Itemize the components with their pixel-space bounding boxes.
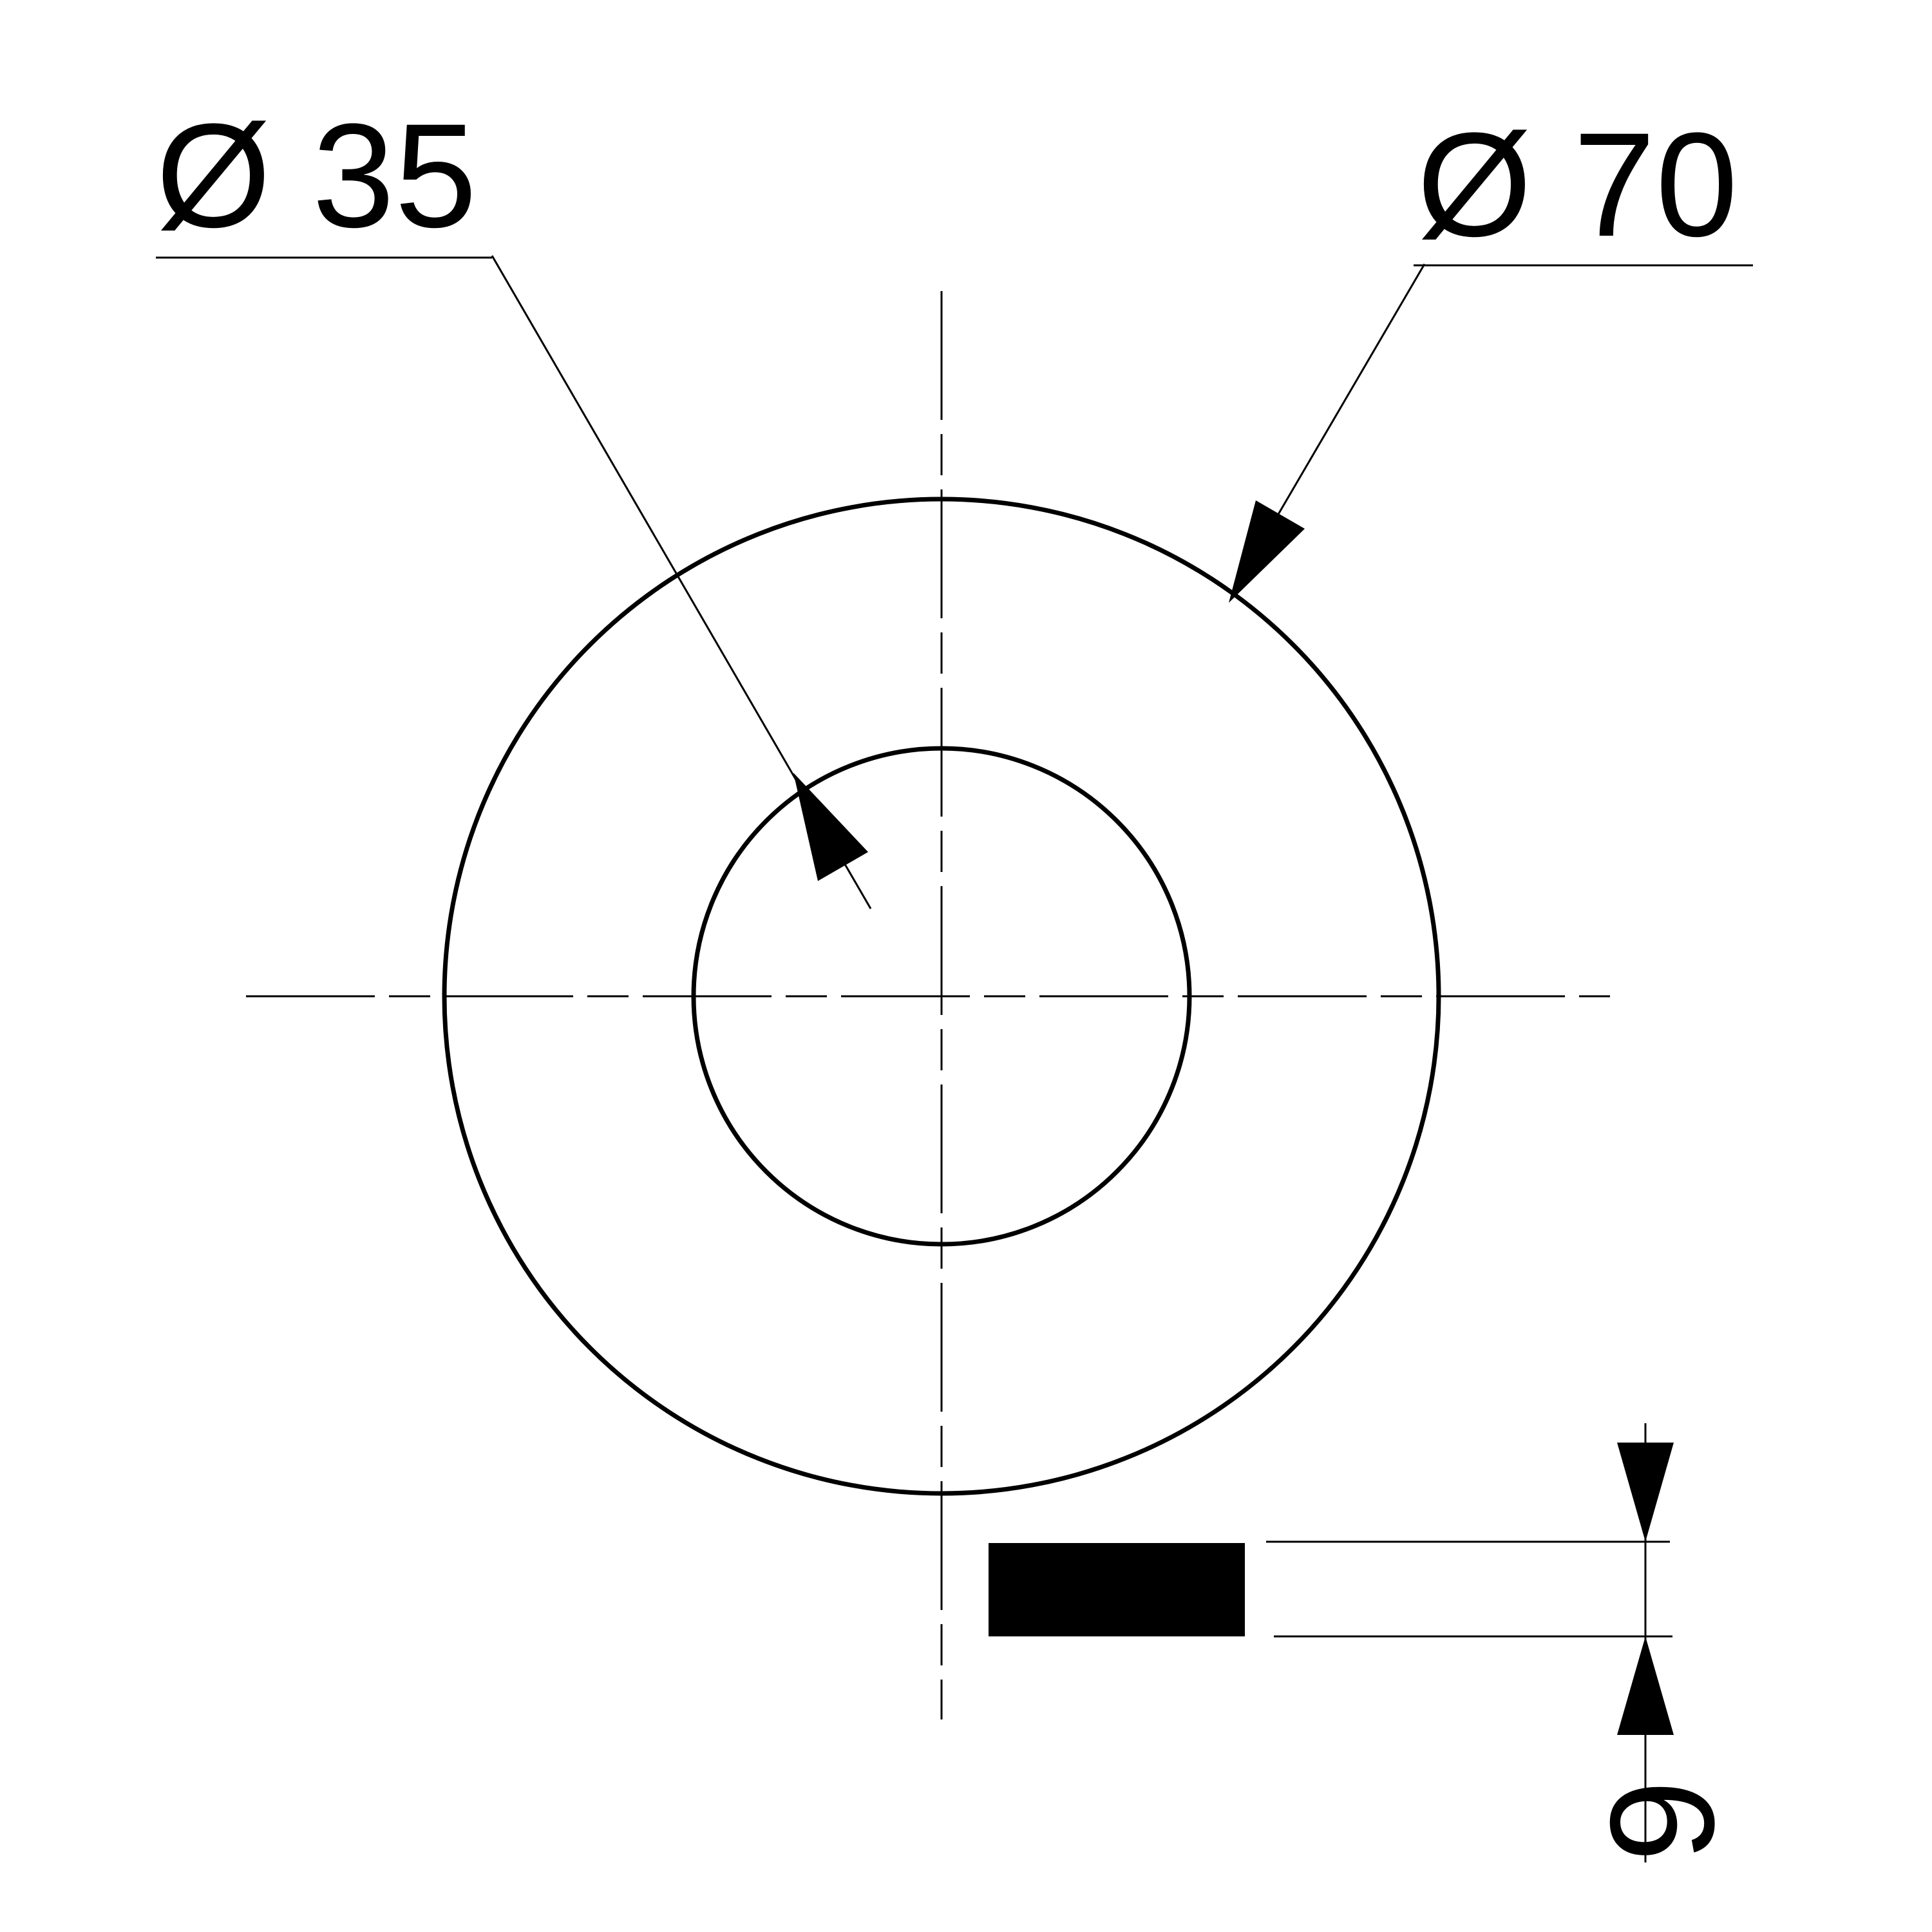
inner-diameter-label: Ø 35 (156, 93, 477, 258)
thickness-label: 6 (1580, 1779, 1745, 1862)
outer-circle (442, 497, 1441, 1496)
thickness-arrowhead-bottom (1617, 1636, 1674, 1735)
outer-diameter-label: Ø 70 (1417, 102, 1738, 267)
outer-diameter-leader-line (1274, 263, 1426, 520)
thickness-arrowhead-top (1617, 1443, 1674, 1542)
inner-diameter-arrowhead (793, 773, 868, 881)
inner-circle (691, 746, 1192, 1247)
side-view-section (989, 1543, 1245, 1636)
outer-diameter-arrowhead (1229, 500, 1305, 603)
